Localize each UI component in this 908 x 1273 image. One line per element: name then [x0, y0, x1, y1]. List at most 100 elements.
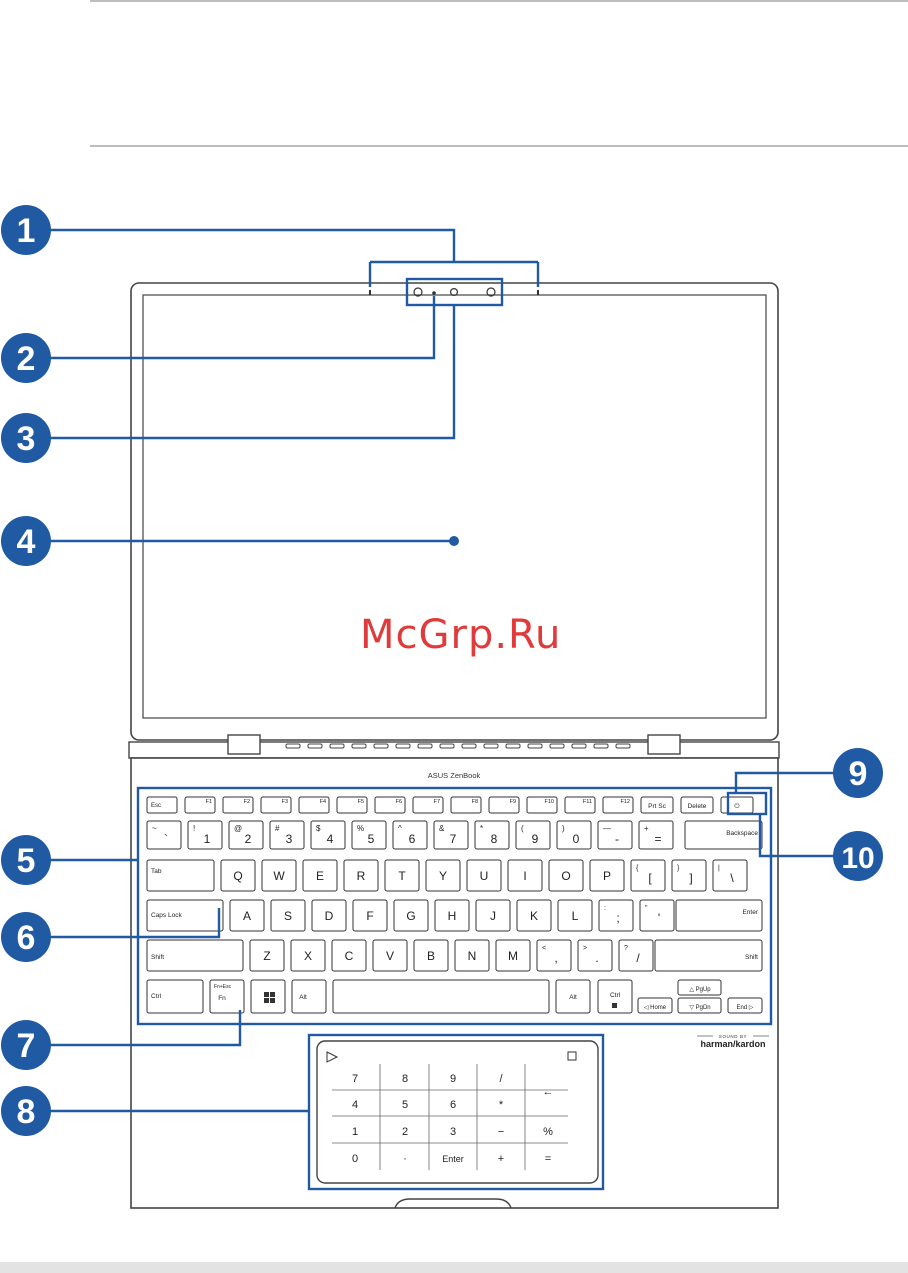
numberpad-toggle-icon[interactable] [567, 1051, 577, 1061]
key-letter[interactable] [220, 859, 256, 892]
key-fn-row[interactable] [374, 796, 406, 814]
numberpad-key: − [498, 1126, 504, 1138]
key-symbol[interactable] [618, 939, 654, 972]
key-number-row[interactable] [392, 820, 428, 850]
key-number-row[interactable] [146, 820, 182, 850]
key-letter[interactable] [270, 899, 306, 932]
key-number-row[interactable] [597, 820, 633, 850]
key-letter[interactable] [331, 939, 367, 972]
key-fn-row[interactable] [680, 796, 714, 814]
key-ctrl-right[interactable] [597, 979, 633, 1014]
key-number-row[interactable] [433, 820, 469, 850]
key-fn-row[interactable] [640, 796, 674, 814]
key-symbol[interactable] [639, 899, 675, 932]
key-letter[interactable] [548, 859, 584, 892]
key-fn-row[interactable] [298, 796, 330, 814]
key-fn-row[interactable] [412, 796, 444, 814]
key-label: / [636, 951, 640, 965]
key-symbol[interactable] [598, 899, 634, 932]
key-symbol[interactable] [712, 859, 748, 892]
key-number-row[interactable] [556, 820, 592, 850]
key-letter[interactable] [475, 899, 511, 932]
callout-number: 9 [849, 755, 868, 793]
key-fn-row[interactable] [602, 796, 634, 814]
key-end[interactable] [727, 997, 763, 1014]
key-alt-left[interactable] [291, 979, 327, 1014]
key-enter[interactable] [675, 899, 763, 932]
key-number-row[interactable] [187, 820, 223, 850]
key-number-row[interactable] [638, 820, 674, 850]
key-letter[interactable] [352, 899, 388, 932]
key-home[interactable] [637, 997, 673, 1014]
key-letter[interactable] [516, 899, 552, 932]
key-pgup[interactable] [677, 979, 722, 996]
numberpad-key: 2 [402, 1126, 408, 1138]
key-caps-lock[interactable] [146, 899, 224, 932]
key-fn-row[interactable] [450, 796, 482, 814]
key-number-row[interactable] [515, 820, 551, 850]
key-symbol[interactable] [671, 859, 707, 892]
key-number-row[interactable] [228, 820, 264, 850]
key-letter[interactable] [343, 859, 379, 892]
key-ctrl-left[interactable] [146, 979, 204, 1014]
key-fn-row[interactable] [146, 796, 178, 814]
callout-1: 1 [1, 205, 51, 255]
key-label: K [530, 909, 538, 923]
key-shift-right[interactable] [654, 939, 763, 972]
key-label: Ctrl [151, 993, 162, 1000]
key-fn-row[interactable] [336, 796, 368, 814]
key-letter[interactable] [249, 939, 285, 972]
key-letter[interactable] [466, 859, 502, 892]
key-symbol[interactable] [536, 939, 572, 972]
key-letter[interactable] [372, 939, 408, 972]
key-label: Y [439, 869, 447, 883]
key-label: ? [624, 945, 628, 952]
key-fn-row[interactable] [222, 796, 254, 814]
key-fn-row[interactable] [564, 796, 596, 814]
key-fn-row[interactable] [488, 796, 520, 814]
key-symbol[interactable] [630, 859, 666, 892]
key-letter[interactable] [384, 859, 420, 892]
key-alt-right[interactable] [555, 979, 591, 1014]
key-symbol[interactable] [577, 939, 613, 972]
key-letter[interactable] [434, 899, 470, 932]
key-letter[interactable] [589, 859, 625, 892]
key-pgdn[interactable] [677, 997, 722, 1014]
key-letter[interactable] [425, 859, 461, 892]
key-letter[interactable] [290, 939, 326, 972]
audio-brand-bottom: harman/kardon [700, 1039, 765, 1049]
key-fn[interactable] [209, 979, 245, 1014]
numberpad-key: Enter [442, 1154, 464, 1164]
key-letter[interactable] [229, 899, 265, 932]
key-fn-row[interactable] [184, 796, 216, 814]
key-fn-row[interactable] [526, 796, 558, 814]
key-label: C [345, 949, 354, 963]
key-label: > [583, 945, 587, 952]
key-label: * [480, 824, 483, 833]
key-label: F6 [396, 799, 402, 805]
key-letter[interactable] [393, 899, 429, 932]
key-number-row[interactable] [474, 820, 510, 850]
key-fn-row[interactable] [260, 796, 292, 814]
key-label: 1 [204, 832, 211, 846]
key-label: Shift [151, 954, 164, 961]
key-backspace[interactable] [684, 820, 763, 850]
key-letter[interactable] [413, 939, 449, 972]
key-tab[interactable] [146, 859, 215, 892]
key-letter[interactable] [557, 899, 593, 932]
key-number-row[interactable] [310, 820, 346, 850]
key-letter[interactable] [302, 859, 338, 892]
key-shift-left[interactable] [146, 939, 244, 972]
key-number-row[interactable] [351, 820, 387, 850]
key-space[interactable] [332, 979, 550, 1014]
key-number-row[interactable] [269, 820, 305, 850]
key-letter[interactable] [507, 859, 543, 892]
key-letter[interactable] [311, 899, 347, 932]
keyboard-highlight [136, 786, 773, 1026]
key-letter[interactable] [454, 939, 490, 972]
windows-logo-icon [264, 992, 275, 1003]
leader-lines [48, 228, 847, 1113]
key-letter[interactable] [261, 859, 297, 892]
key-letter[interactable] [495, 939, 531, 972]
